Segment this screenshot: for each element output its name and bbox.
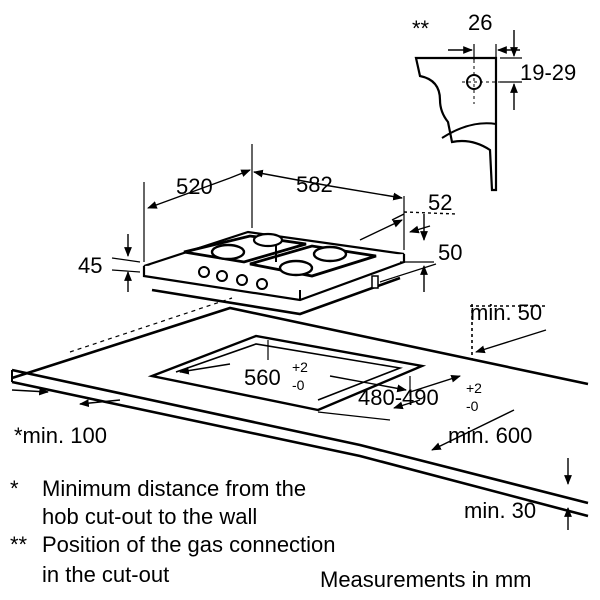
legend-text-2b: in the cut-out (42, 562, 169, 587)
worktop (11, 297, 589, 530)
side-offset-label: 50 (438, 240, 462, 265)
gas-width-label: 26 (468, 10, 492, 35)
cutout-depth-tol-plus: +2 (466, 380, 482, 396)
hob-height-label: 45 (78, 253, 102, 278)
cutout-depth-label: 480-490 (358, 385, 439, 410)
legend-text-1a: Minimum distance from the (42, 476, 306, 501)
legend: * Minimum distance from the hob cut-out … (10, 476, 336, 587)
cutout-width-tol-minus: -0 (292, 377, 305, 393)
cutout-width-tol-plus: +2 (292, 359, 308, 375)
legend-mark-2: ** (10, 532, 28, 557)
gas-connection-detail (414, 30, 522, 192)
min-back-label: min. 50 (470, 300, 542, 325)
gas-height-label: 19-29 (520, 60, 576, 85)
hob-width-label: 582 (296, 172, 333, 197)
min-thickness-label: min. 30 (464, 498, 536, 523)
units-note: Measurements in mm (320, 567, 532, 592)
cutout-width-label: 560 (244, 365, 281, 390)
min-wall-label: *min. 100 (14, 423, 107, 448)
gas-note-mark: ** (412, 16, 430, 41)
legend-text-1b: hob cut-out to the wall (42, 504, 257, 529)
hob-depth-label: 520 (176, 174, 213, 199)
legend-mark-1: * (10, 476, 19, 501)
hob-drawing (142, 230, 406, 316)
cutout-depth-tol-minus: -0 (466, 398, 479, 414)
legend-text-2a: Position of the gas connection (42, 532, 336, 557)
hob-dimensions (111, 144, 457, 292)
edge-offset-label: 52 (428, 190, 452, 215)
min-worktop-label: min. 600 (448, 423, 532, 448)
